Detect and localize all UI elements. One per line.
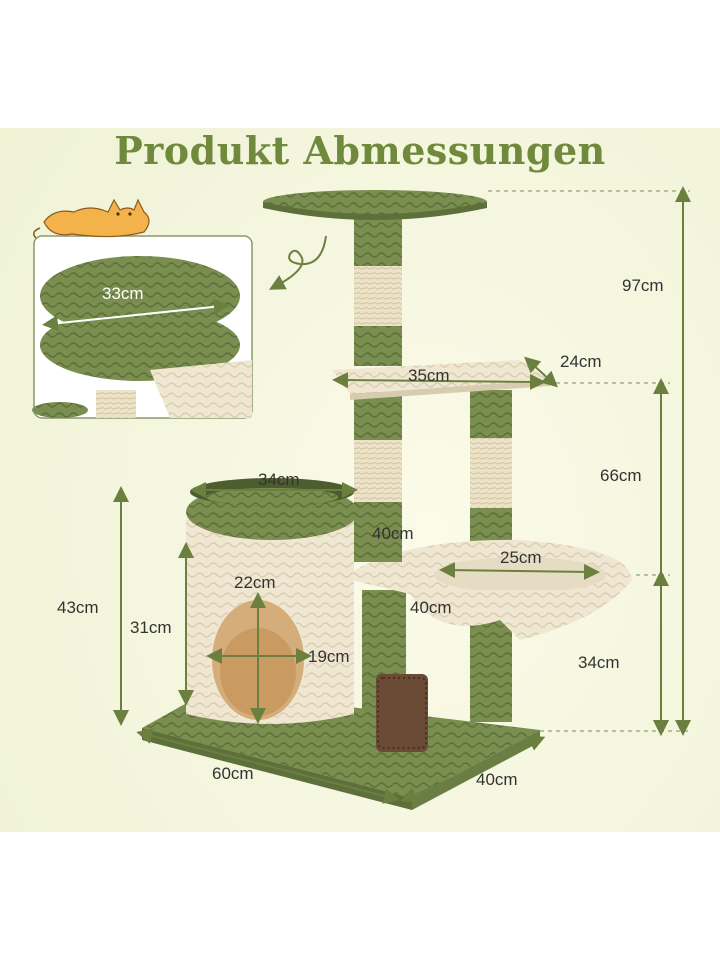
lower-post-label: 40cm — [410, 598, 452, 617]
hammock-diameter-label: 25cm — [500, 548, 542, 567]
cat-house — [186, 478, 358, 724]
white-band-bottom — [0, 832, 720, 960]
platform-length-label: 35cm — [408, 366, 450, 385]
white-band-top — [0, 0, 720, 128]
upper-height-label: 66cm — [600, 466, 642, 485]
detail-inset — [32, 235, 253, 419]
top-platform — [263, 190, 487, 220]
swirl-arrow-icon — [268, 235, 327, 290]
page-title: Produkt Abmessungen — [114, 128, 606, 173]
house-body-label: 31cm — [130, 618, 172, 637]
base-width-label: 40cm — [476, 770, 518, 789]
inset-diameter-label: 33cm — [102, 284, 144, 303]
upper-post-label: 40cm — [372, 524, 414, 543]
base-length-label: 60cm — [212, 764, 254, 783]
hammock-height-label: 34cm — [578, 653, 620, 672]
basket-diameter-label: 34cm — [258, 470, 300, 489]
dimension-arrows — [113, 186, 691, 804]
platform-width-label: 24cm — [560, 352, 602, 371]
total-height-label: 97cm — [622, 276, 664, 295]
house-height-label: 43cm — [57, 598, 99, 617]
cat-icon — [33, 198, 150, 239]
reference-lines — [488, 190, 690, 732]
central-post — [354, 210, 402, 562]
entrance-width-label: 19cm — [308, 647, 350, 666]
entrance-height-label: 22cm — [234, 573, 276, 592]
